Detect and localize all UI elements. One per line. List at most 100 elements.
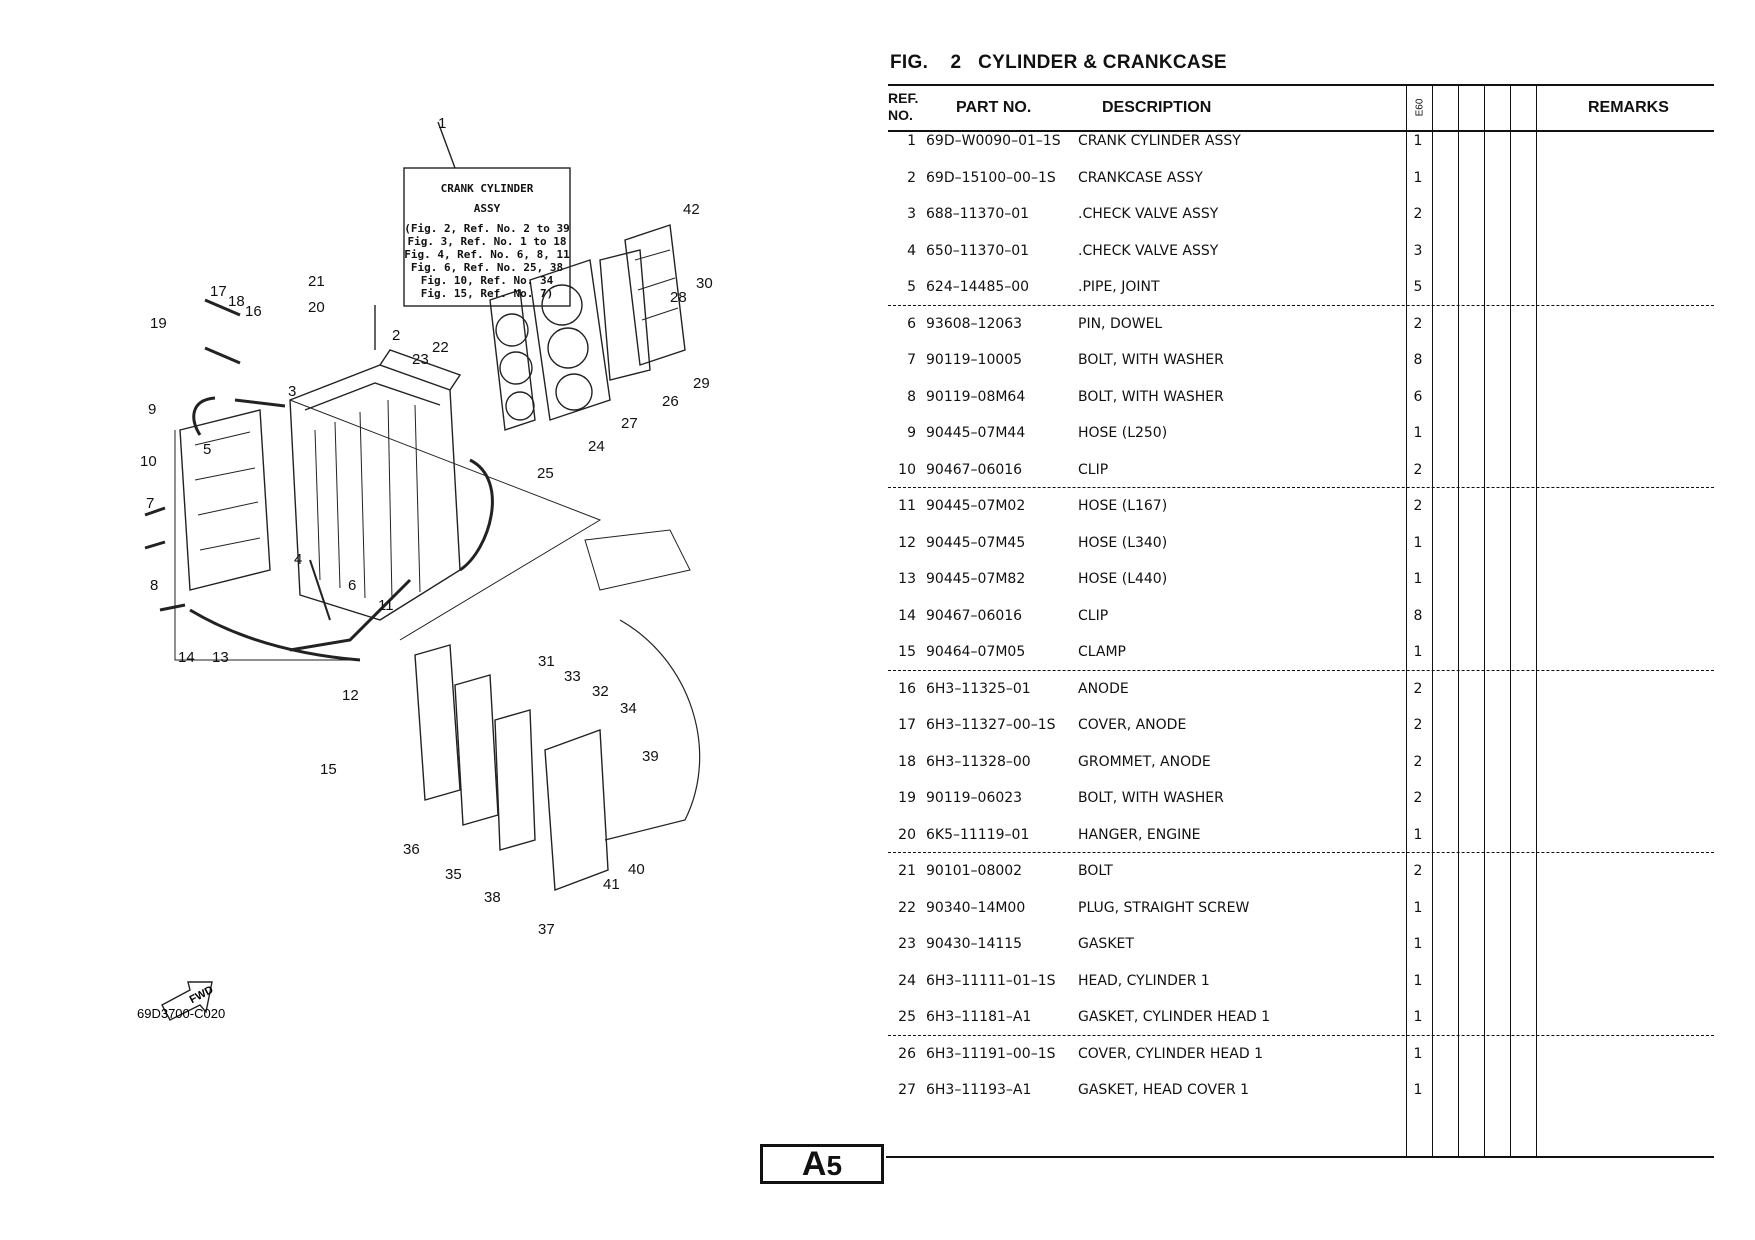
callout-number: 29 [693,375,710,392]
ref-cell: 24 [898,972,916,989]
part-no-cell: 6H3–11327–00–1S [926,717,1056,733]
callout-number: 17 [210,283,227,300]
column-divider [1432,84,1433,1157]
callout-number: 1 [438,115,446,132]
part-no-cell: 90445–07M82 [926,571,1026,587]
callout-number: 40 [628,861,645,878]
quantity-cell: 2 [1413,863,1423,879]
ref-cell: 14 [898,607,916,624]
part-no-cell: 624–14485–00 [926,279,1030,295]
part-no-cell: 90340–14M00 [926,899,1026,916]
callout-number: 31 [538,653,555,670]
part-no-cell: 90119–08M64 [926,388,1026,405]
callout-number: 7 [146,495,154,512]
exploded-parts-diagram: CRANK CYLINDER ASSY (Fig. 2, Ref. No. 2 … [130,100,870,1050]
part-no-cell: 650–11370–01 [926,242,1030,259]
assy-box-ref: Fig. 3, Ref. No. 1 to 18 [408,235,567,248]
ref-cell: 20 [898,826,916,843]
quantity-cell: 1 [1413,571,1423,587]
ref-cell: 17 [898,717,916,733]
assy-box-ref: Fig. 15, Ref. No. 7) [421,287,553,300]
ref-cell: 1 [907,133,916,149]
part-no-cell: 90464–07M05 [926,644,1026,660]
plate-35 [454,674,499,826]
callout-number: 2 [392,327,400,344]
callout-number: 19 [150,315,167,332]
part-no-cell: 6H3–11181–A1 [926,1009,1032,1025]
description-cell: COVER, CYLINDER HEAD 1 [1078,1045,1263,1062]
fwd-label: FWD [188,984,216,1006]
part-no-cell: 6H3–11325–01 [926,680,1031,697]
quantity-cell: 3 [1413,242,1423,259]
head-gasket [489,289,536,431]
part-no-cell: 93608–12063 [926,315,1023,332]
quantity-cell: 1 [1413,1009,1423,1025]
quantity-cell: 1 [1413,534,1423,551]
description-cell: ANODE [1078,680,1129,697]
description-cell: COVER, ANODE [1078,717,1187,733]
description-cell: .CHECK VALVE ASSY [1078,242,1219,259]
quantity-cell: 2 [1413,315,1423,332]
quantity-cell: 8 [1413,607,1423,624]
head-cover-gasket [599,249,651,381]
parts-table: REF.NO. PART NO. DESCRIPTION E60 REMARKS… [888,84,1714,1158]
assy-box [403,167,571,307]
column-divider [1458,84,1459,1157]
part-no-cell: 6K5–11119–01 [926,826,1030,843]
description-cell: BOLT, WITH WASHER [1078,388,1224,405]
column-divider [1406,84,1407,1157]
group-divider [888,304,1714,306]
ref-cell: 8 [907,388,916,405]
callout-number: 9 [148,401,156,418]
callout-number: 11 [378,597,394,614]
ref-cell: 23 [898,936,916,952]
ref-cell: 11 [898,498,916,514]
callout-group: 1234567891011121314151617181920212223242… [140,115,713,938]
part-no-cell: 90119–10005 [926,352,1023,368]
quantity-cell: 1 [1413,169,1423,186]
ref-cell: 4 [907,242,916,259]
quantity-cell: 2 [1413,461,1423,478]
part-no-cell: 90430–14115 [926,936,1023,952]
callout-number: 25 [537,465,554,482]
ref-cell: 19 [898,790,916,806]
ref-cell: 5 [907,279,916,295]
part-no-cell: 90119–06023 [926,790,1023,806]
callout-number: 30 [696,275,713,292]
callout-number: 26 [662,393,679,410]
callout-number: 33 [564,668,581,685]
description-cell: CRANK CYLINDER ASSY [1078,133,1241,149]
description-cell: CLIP [1078,461,1109,478]
drawing-code: 69D3700-C020 [137,1006,225,1021]
footer-rule [886,1156,1714,1158]
ref-cell: 2 [907,169,916,186]
callout-number: 14 [178,649,195,666]
callout-number: 35 [445,866,462,883]
callout-number: 36 [403,841,420,858]
description-cell: CLAMP [1078,644,1126,660]
part-no-cell: 688–11370–01 [926,206,1030,222]
part-no-cell: 69D–W0090–01–1S [926,133,1061,149]
callout-number: 8 [150,577,158,594]
part-no-cell: 90445–07M45 [926,534,1026,551]
description-cell: HANGER, ENGINE [1078,826,1201,843]
description-cell: BOLT, WITH WASHER [1078,352,1224,368]
quantity-cell: 2 [1413,498,1423,514]
column-divider [1484,84,1485,1157]
description-cell: HOSE (L340) [1078,534,1168,551]
description-cell: .CHECK VALVE ASSY [1078,206,1219,222]
ref-cell: 21 [898,863,916,879]
ref-cell: 15 [898,644,916,660]
